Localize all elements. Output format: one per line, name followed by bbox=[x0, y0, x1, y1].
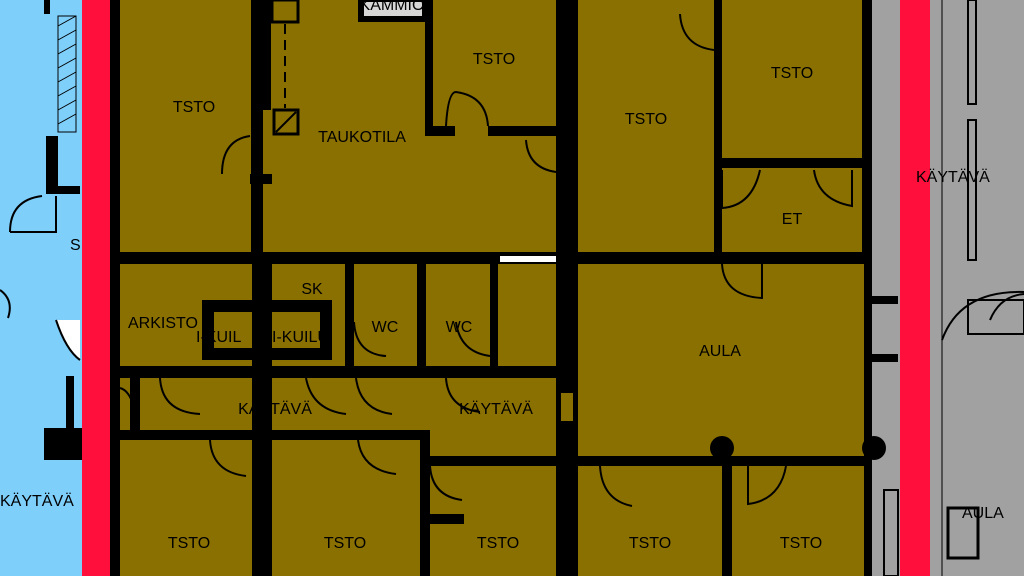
column-left bbox=[710, 436, 734, 460]
label-side-aula-right: AULA bbox=[962, 505, 1004, 522]
label-tsto-top-left: TSTO bbox=[173, 99, 215, 116]
label-sk: SK bbox=[301, 281, 323, 298]
right-zone bbox=[870, 0, 1024, 576]
label-tsto-top-center: TSTO bbox=[625, 111, 667, 128]
left-zone bbox=[0, 0, 82, 576]
column-right bbox=[862, 436, 886, 460]
label-kaytava-mid: KÄYTÄVÄ bbox=[459, 400, 533, 418]
label-kammio: KAMMIO bbox=[360, 0, 425, 14]
label-kuilu-2: I-KUILU bbox=[272, 329, 329, 346]
label-tsto-bottom-4: TSTO bbox=[629, 535, 671, 552]
label-et: ET bbox=[782, 211, 803, 228]
doors bbox=[119, 13, 853, 507]
label-tsto-top-right: TSTO bbox=[771, 65, 813, 82]
walls bbox=[110, 0, 886, 576]
highlight-border-right bbox=[900, 0, 930, 576]
label-tsto-bottom-1: TSTO bbox=[168, 535, 210, 552]
label-aula: AULA bbox=[699, 343, 741, 360]
label-side-kaytava-left: KÄYTÄVÄ bbox=[0, 492, 74, 510]
label-tsto-bottom-3: TSTO bbox=[477, 535, 519, 552]
label-kaytava-left: KÄYTÄVÄ bbox=[238, 400, 312, 418]
highlight-border-right-overlay bbox=[900, 0, 930, 576]
label-side-kaytava-right: KÄYTÄVÄ bbox=[916, 168, 990, 186]
label-arkisto: ARKISTO bbox=[128, 315, 198, 332]
label-tsto-bottom-5: TSTO bbox=[780, 535, 822, 552]
label-taukotila: TAUKOTILA bbox=[318, 129, 406, 146]
label-tsto-bottom-2: TSTO bbox=[324, 535, 366, 552]
label-kuilu-1: I-KUIL bbox=[196, 329, 241, 346]
highlight-border-left bbox=[82, 0, 110, 576]
label-tsto-top-mid: TSTO bbox=[473, 51, 515, 68]
right-zone-details bbox=[872, 0, 1024, 576]
label-wc-1: WC bbox=[372, 319, 399, 336]
label-side-s-left: S bbox=[70, 237, 81, 254]
label-wc-2: WC bbox=[446, 319, 473, 336]
left-zone-details bbox=[0, 0, 84, 460]
